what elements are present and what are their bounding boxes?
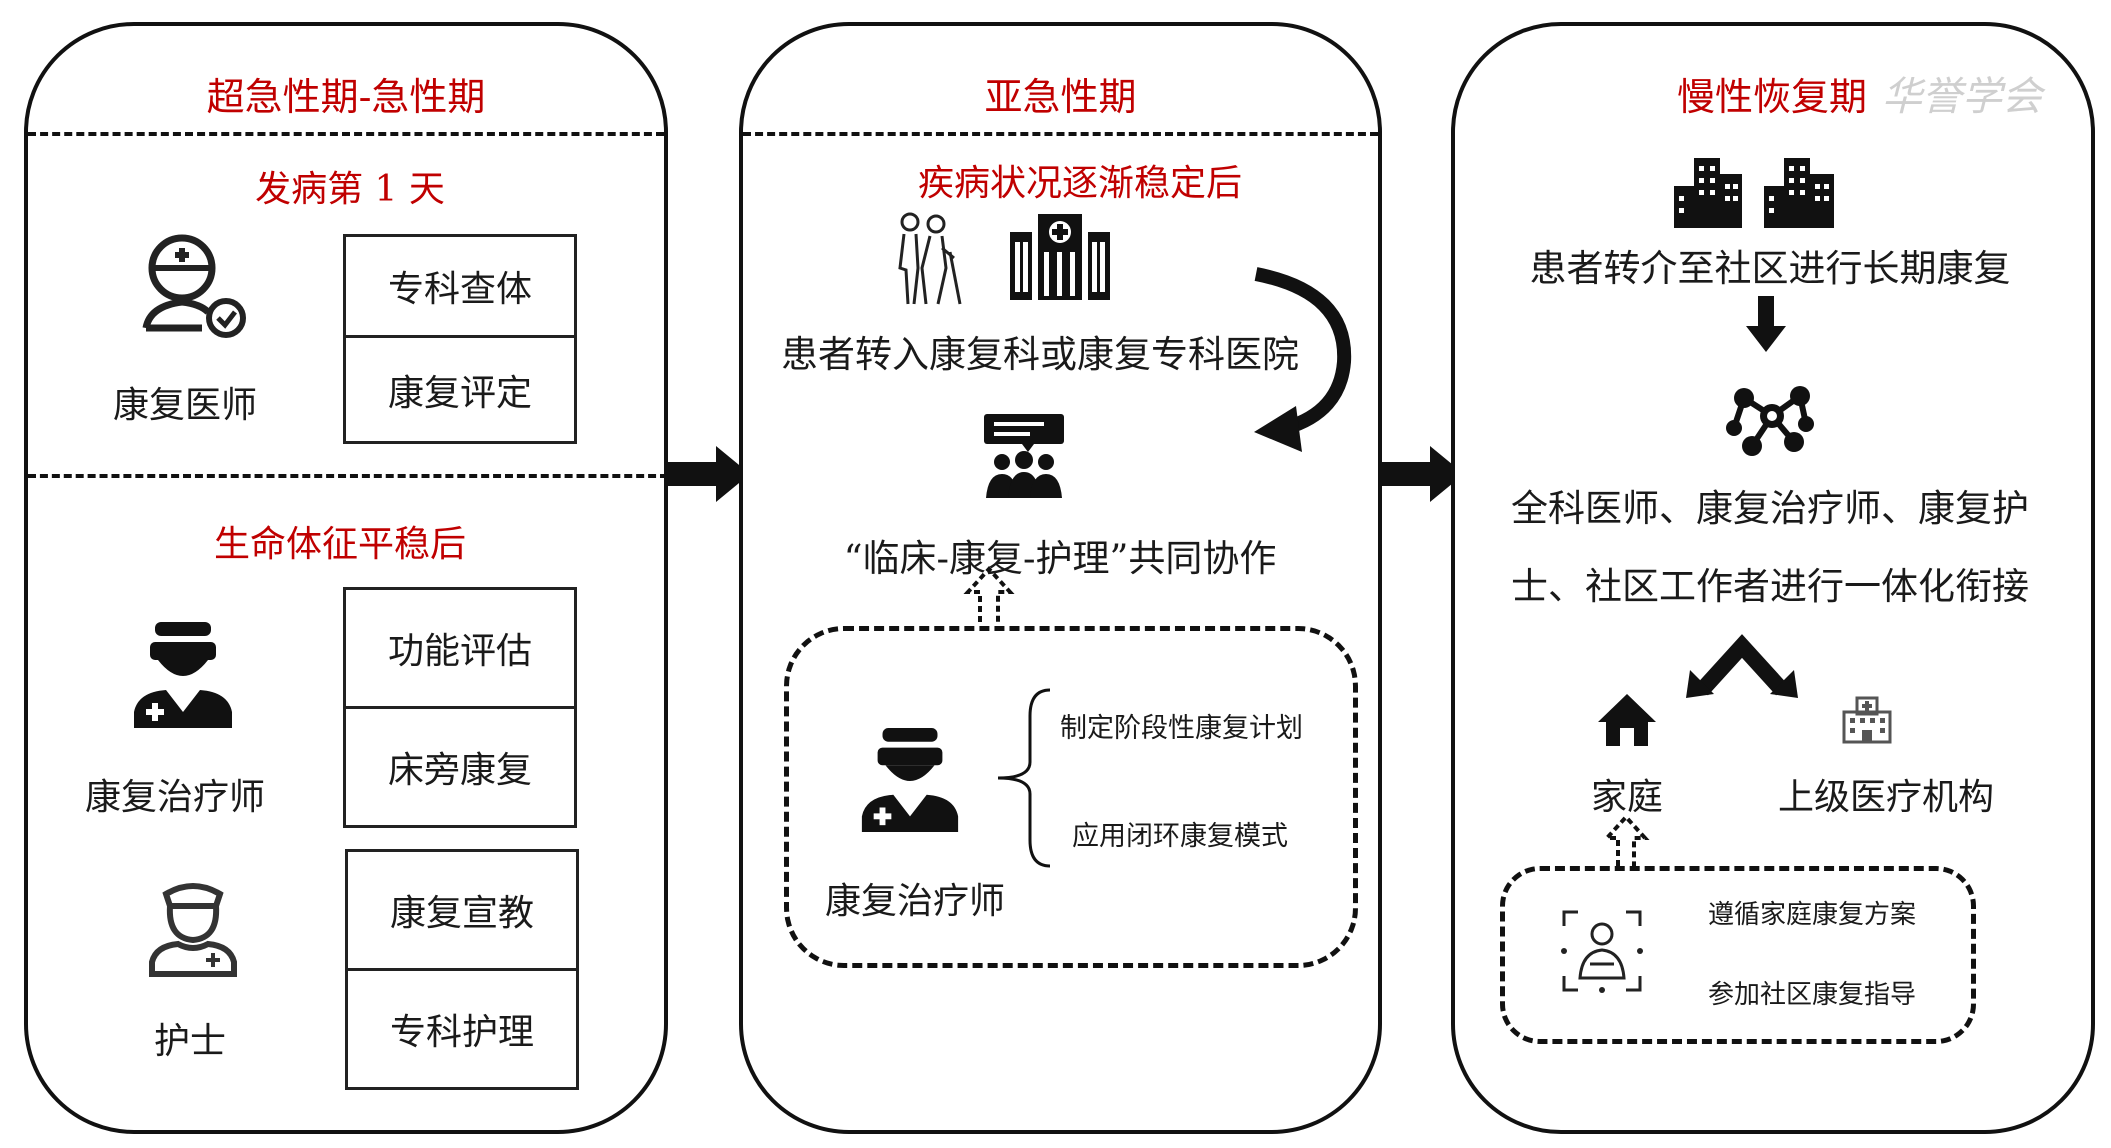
team-text-line2: 士、社区工作者进行一体化衔接 bbox=[1511, 565, 2029, 608]
double-arrow-icon bbox=[1686, 634, 1798, 698]
watermark: 华誉学会 bbox=[1882, 74, 2042, 120]
therapist-icon-stage2 bbox=[861, 727, 959, 833]
brace-icon bbox=[997, 688, 1051, 868]
task-box-rehab-education: 康复宣教 bbox=[345, 849, 579, 971]
doctor-check-icon bbox=[142, 234, 246, 338]
task-box-exam: 专科查体 bbox=[343, 234, 577, 338]
home-icon bbox=[1598, 694, 1656, 746]
hospital-label: 上级医疗机构 bbox=[1777, 777, 1994, 818]
down-arrow-icon bbox=[1746, 296, 1786, 352]
nurse-role-label: 护士 bbox=[153, 1021, 226, 1062]
therapist-task-plan: 制定阶段性康复计划 bbox=[1060, 713, 1303, 744]
nurse-icon bbox=[149, 883, 237, 977]
stage2-title: 亚急性期 bbox=[984, 75, 1137, 119]
home-task-guidance: 参加社区康复指导 bbox=[1708, 980, 1917, 1010]
stage2-divider-top bbox=[743, 132, 1378, 136]
stage-arrow-1-2 bbox=[664, 446, 750, 502]
home-task-plan: 遵循家庭康复方案 bbox=[1708, 900, 1917, 930]
community-text: 患者转介至社区进行长期康复 bbox=[1529, 247, 2011, 290]
stage-arrow-2-3 bbox=[1378, 446, 1464, 502]
stage2-therapist-box bbox=[784, 626, 1358, 968]
transfer-text: 患者转入康复科或康复专科医院 bbox=[781, 333, 1299, 376]
stage3-home-box bbox=[1500, 866, 1976, 1044]
task-box-specialist-nursing: 专科护理 bbox=[345, 968, 579, 1090]
task-box-assessment: 康复评定 bbox=[343, 335, 577, 444]
stage2-therapist-label: 康复治疗师 bbox=[824, 881, 1005, 922]
home-label: 家庭 bbox=[1590, 777, 1663, 818]
stage2-panel bbox=[739, 22, 1382, 1134]
stage1-divider-top bbox=[28, 132, 664, 136]
team-meeting-icon bbox=[984, 414, 1064, 498]
team-text-line1: 全科医师、康复治疗师、康复护 bbox=[1511, 487, 2029, 530]
therapist-icon bbox=[134, 622, 232, 728]
task-box-function-eval: 功能评估 bbox=[343, 587, 577, 709]
collab-text: “临床-康复-护理”共同协作 bbox=[843, 537, 1277, 580]
dashed-up-arrow-icon bbox=[963, 566, 1015, 622]
doctor-role-label: 康复医师 bbox=[112, 385, 257, 426]
stage2-subtitle: 疾病状况逐渐稳定后 bbox=[917, 163, 1242, 204]
therapist-task-closed-loop: 应用闭环康复模式 bbox=[1072, 821, 1288, 852]
stage3-title: 慢性恢复期 bbox=[1676, 75, 1867, 119]
stage1-divider-mid bbox=[28, 474, 668, 478]
curved-arrow-icon bbox=[1254, 267, 1352, 452]
dashed-up-arrow-home bbox=[1602, 814, 1650, 866]
stage1-part1-subtitle: 发病第 1 天 bbox=[255, 169, 445, 210]
stage1-part2-subtitle: 生命体征平稳后 bbox=[213, 524, 466, 565]
hospital-building-icon bbox=[1010, 214, 1110, 300]
elderly-walking-icon bbox=[898, 212, 962, 305]
network-icon bbox=[1726, 386, 1814, 456]
person-focus-icon bbox=[1561, 910, 1643, 993]
therapist-role-label: 康复治疗师 bbox=[84, 777, 265, 818]
city-buildings-icon bbox=[1674, 158, 1834, 228]
small-hospital-icon bbox=[1842, 696, 1892, 744]
stage1-title: 超急性期-急性期 bbox=[206, 75, 486, 119]
task-box-bedside-rehab: 床旁康复 bbox=[343, 706, 577, 828]
